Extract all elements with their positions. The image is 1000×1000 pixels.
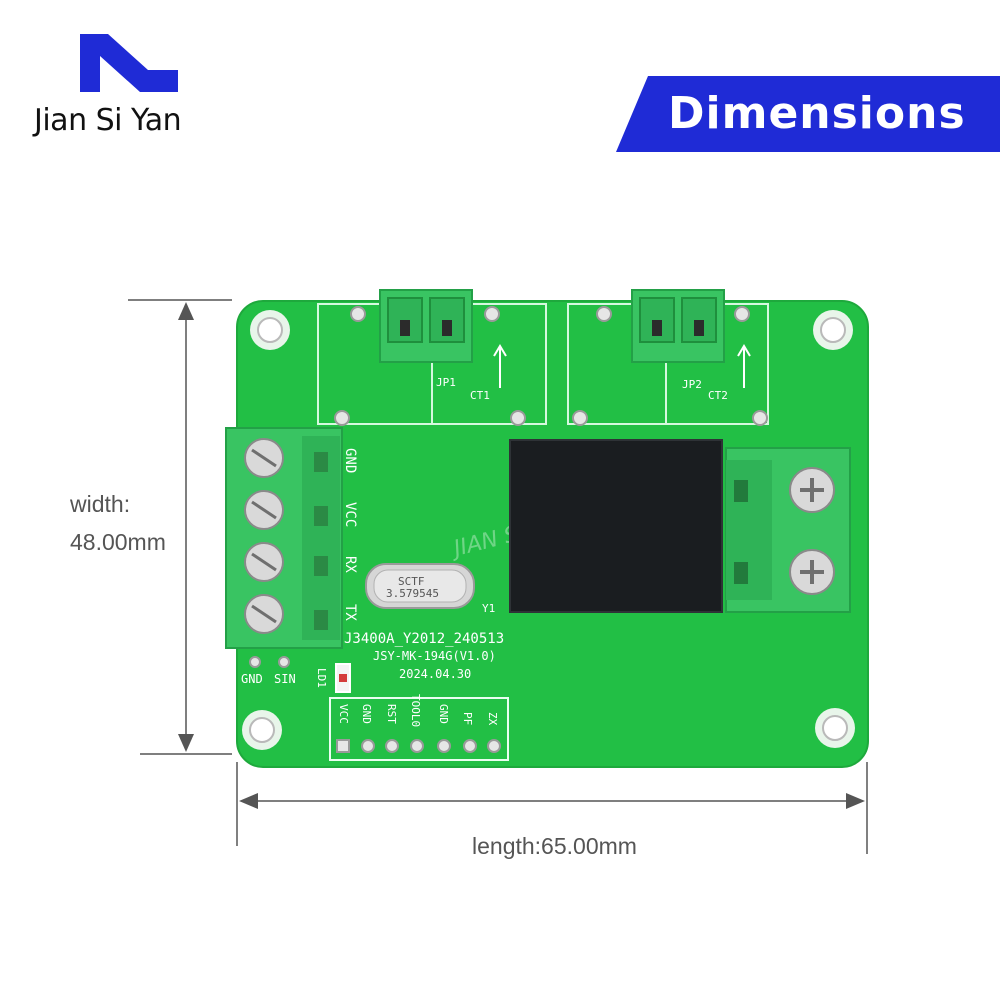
length-arrow-right-icon [846, 793, 865, 809]
crystal-text-1: SCTF [398, 575, 425, 588]
date-text: 2024.04.30 [399, 667, 471, 681]
gnd-pad-label: GND [241, 672, 263, 686]
crystal-text-2: 3.579545 [386, 587, 439, 600]
part-text: J3400A_Y2012_240513 [344, 631, 504, 647]
pin-label-tx: TX [342, 604, 358, 621]
ct2-label: CT2 [708, 389, 728, 402]
metering-module [510, 440, 722, 612]
terminal-block-left [225, 427, 343, 649]
connector-jp2 [631, 289, 725, 363]
header-label-pf: PF [461, 712, 474, 725]
width-label: width: [70, 491, 131, 517]
header-label-zx: ZX [486, 712, 499, 726]
width-arrow-top-icon [178, 302, 194, 320]
dimensions-banner [616, 76, 1000, 152]
width-value: 48.00mm [70, 529, 166, 555]
crystal-ref: Y1 [482, 602, 495, 615]
pin-label-gnd: GND [342, 448, 358, 473]
ct1-label: CT1 [470, 389, 490, 402]
width-arrow-bottom-icon [178, 734, 194, 752]
header-label-tool0: TOOL0 [409, 694, 422, 727]
header-label-vcc: VCC [337, 704, 350, 724]
pin-label-vcc: VCC [342, 502, 358, 527]
brand-logo [80, 34, 178, 92]
length-dimension: length:65.00mm [472, 833, 637, 859]
terminal-block-right [725, 447, 851, 613]
length-arrow-left-icon [239, 793, 258, 809]
width-dimension: width: 48.00mm [70, 485, 166, 561]
led-label: LD1 [315, 668, 328, 688]
logo-mark-icon [80, 34, 178, 92]
connector-jp1 [379, 289, 473, 363]
header-label-gnd: GND [360, 704, 373, 724]
jp2-label: JP2 [682, 378, 702, 391]
jp1-label: JP1 [436, 376, 456, 389]
banner-title: Dimensions [668, 88, 966, 139]
crystal-oscillator [365, 563, 475, 609]
mounting-holes [242, 310, 855, 750]
pin-label-rx: RX [342, 556, 358, 573]
header-label-gnd2: GND [437, 704, 450, 724]
sin-pad-label: SIN [274, 672, 296, 686]
model-text: JSY-MK-194G(V1.0) [373, 649, 496, 663]
header-label-rst: RST [385, 704, 398, 724]
brand-name: Jian Si Yan [34, 103, 182, 138]
